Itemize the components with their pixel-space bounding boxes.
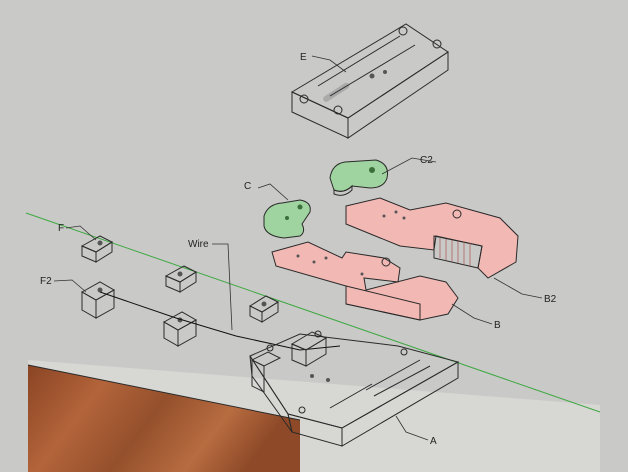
ground-plane [20, 0, 600, 472]
wire [99, 291, 341, 351]
leader-lines [53, 55, 543, 441]
part-f2-block-3 [162, 311, 198, 347]
part-f [80, 235, 114, 263]
label-a: A [430, 436, 437, 447]
label-b2: B2 [544, 294, 557, 305]
part-c2 [329, 159, 388, 196]
label-f: F [58, 223, 64, 234]
label-f2: F2 [40, 276, 52, 287]
part-c [263, 199, 311, 239]
green-axis-line [25, 212, 601, 413]
label-c: C [244, 181, 251, 192]
part-f2-block-4 [248, 295, 280, 323]
part-a [249, 330, 460, 447]
label-c2: C2 [420, 155, 433, 166]
part-f2-block-2 [164, 265, 198, 293]
label-e: E [300, 52, 307, 63]
label-wire: Wire [188, 239, 209, 250]
part-b [271, 241, 459, 321]
part-f2-block-1 [80, 281, 116, 319]
part-e [290, 23, 449, 139]
wood-base [28, 365, 300, 472]
label-b: B [494, 320, 501, 331]
part-b2 [345, 197, 519, 279]
